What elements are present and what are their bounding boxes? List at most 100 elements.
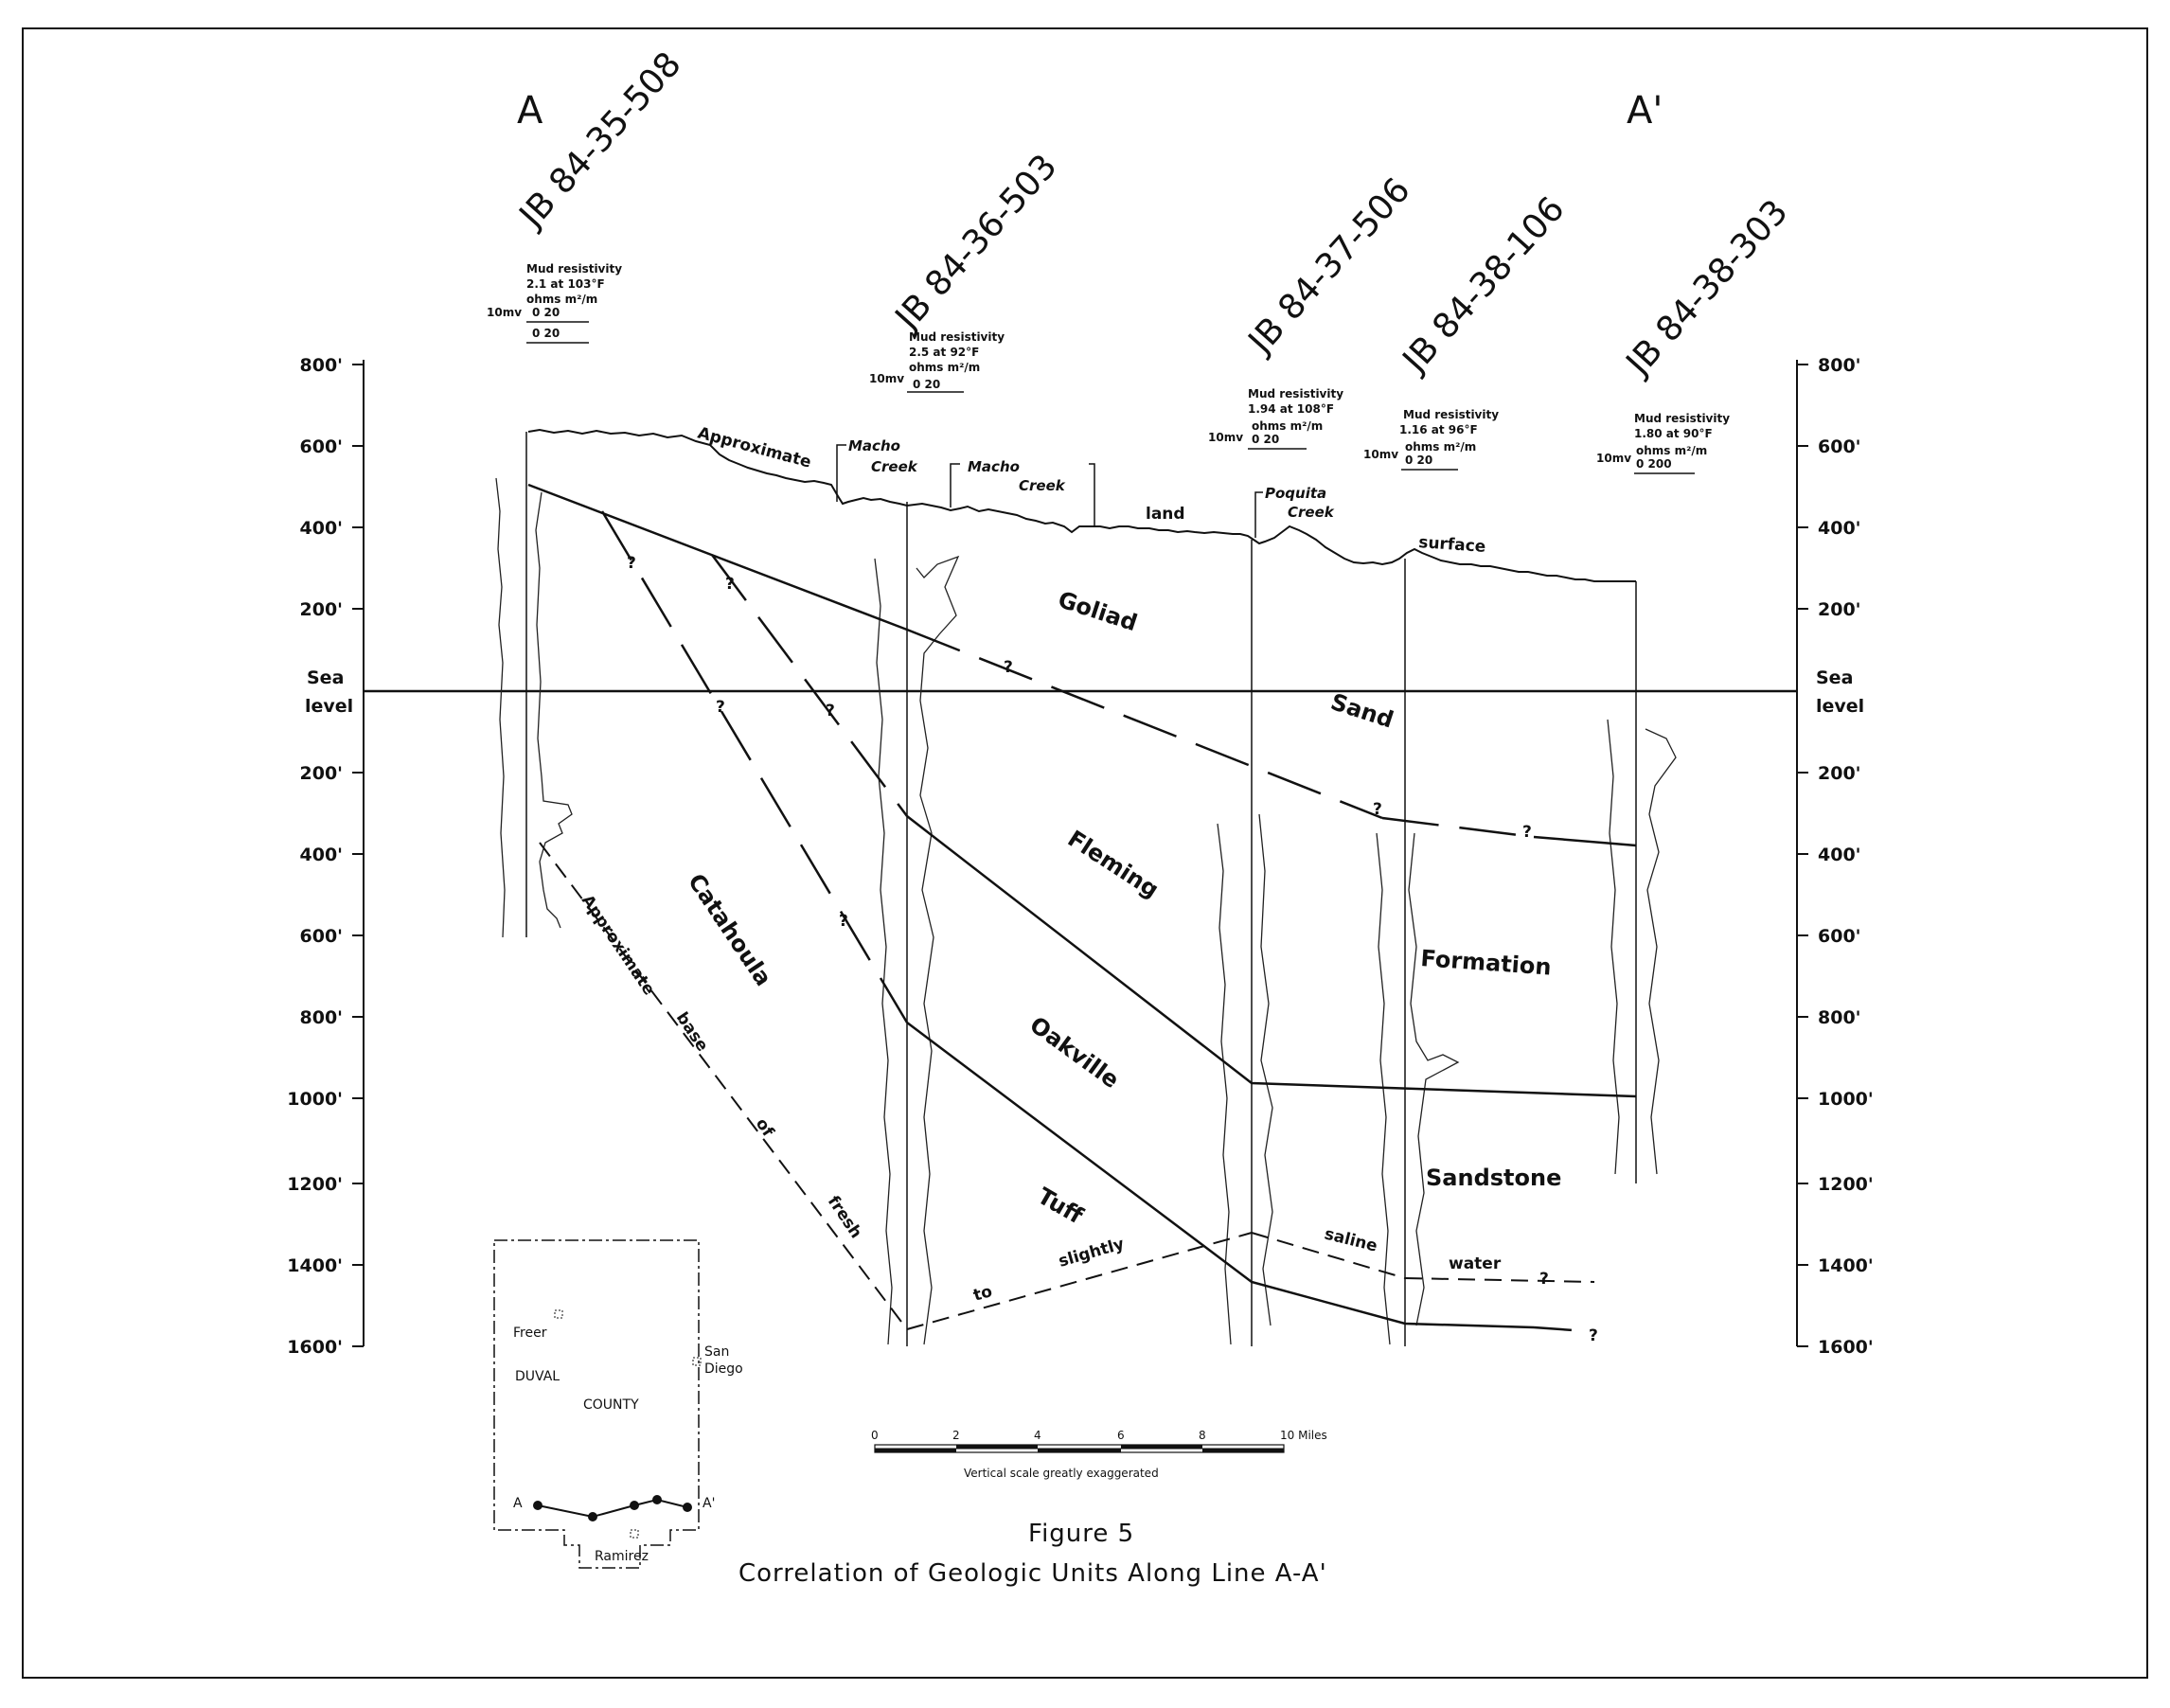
axis-tick-label: 400' bbox=[300, 845, 343, 865]
svg-text:slightly: slightly bbox=[1057, 1235, 1127, 1272]
svg-text:?: ? bbox=[1004, 658, 1013, 677]
unit-label-oakville: Oakville bbox=[1024, 1011, 1124, 1094]
axis-tick-label: 1200' bbox=[287, 1174, 343, 1195]
axis-tick-label: 800' bbox=[300, 1007, 343, 1028]
svg-text:water: water bbox=[1449, 1254, 1502, 1273]
svg-text:Mud resistivity: Mud resistivity bbox=[1248, 387, 1343, 400]
unit-label-sandstone: Sandstone bbox=[1426, 1165, 1561, 1191]
creek-label: Creek bbox=[871, 458, 918, 475]
svg-text:0 20: 0 20 bbox=[1252, 433, 1279, 446]
svg-text:0 200: 0 200 bbox=[1636, 457, 1672, 471]
scale-tick-label: 0 bbox=[871, 1429, 879, 1442]
axis-tick-label: 1000' bbox=[287, 1089, 343, 1110]
svg-text:0 20: 0 20 bbox=[532, 306, 560, 319]
axis-tick-label: 1400' bbox=[1818, 1255, 1874, 1276]
svg-text:ohms m²/m: ohms m²/m bbox=[1252, 419, 1323, 433]
axis-tick-label: 600' bbox=[1818, 926, 1860, 947]
well-name: JB 84-38-106 bbox=[1395, 189, 1573, 381]
mud-resistivity-block: Mud resistivity 1.80 at 90°F 10mv ohms m… bbox=[1596, 412, 1730, 474]
svg-text:Mud resistivity: Mud resistivity bbox=[526, 262, 622, 276]
svg-text:10mv: 10mv bbox=[869, 372, 904, 385]
sea-level-label: Sea bbox=[307, 667, 344, 688]
svg-text:?: ? bbox=[627, 554, 636, 573]
elevation-tick-labels: 800'800'600'600'400'400'200'200'200'200'… bbox=[287, 355, 1873, 1358]
svg-text:10mv: 10mv bbox=[487, 306, 522, 319]
scale-tick-label: 4 bbox=[1034, 1429, 1041, 1442]
svg-text:0 20: 0 20 bbox=[913, 378, 940, 391]
figure-number: Figure 5 bbox=[1028, 1520, 1134, 1548]
svg-text:ohms m²/m: ohms m²/m bbox=[526, 293, 597, 306]
inset-town-label: San bbox=[704, 1344, 729, 1360]
unit-label-tuff: Tuff bbox=[1033, 1183, 1088, 1230]
sea-level-label: level bbox=[1816, 696, 1864, 717]
scale-tick-label: 8 bbox=[1199, 1429, 1206, 1442]
figure-border bbox=[22, 27, 2148, 1679]
svg-text:10mv: 10mv bbox=[1596, 452, 1631, 465]
svg-text:10mv: 10mv bbox=[1363, 448, 1398, 461]
axis-tick-label: 1400' bbox=[287, 1255, 343, 1276]
svg-text:1.80 at 90°F: 1.80 at 90°F bbox=[1634, 427, 1713, 440]
axis-tick-label: 200' bbox=[1818, 599, 1860, 620]
svg-text:2.1 at 103°F: 2.1 at 103°F bbox=[526, 277, 605, 291]
svg-text:Approximate: Approximate bbox=[578, 892, 658, 999]
svg-text:?: ? bbox=[1589, 1326, 1598, 1345]
axis-tick-label: 400' bbox=[300, 518, 343, 539]
axis-tick-label: 800' bbox=[1818, 1007, 1860, 1028]
inset-well-dot bbox=[683, 1503, 692, 1512]
creek-label: Creek bbox=[1288, 504, 1335, 521]
inset-town-label: Ramirez bbox=[595, 1549, 649, 1564]
unit-label-catahoula: Catahoula bbox=[683, 869, 777, 991]
distance-scale-bar: 0 2 4 6 8 10 Miles Vertical scale greatl… bbox=[871, 1429, 1327, 1480]
formation-contacts bbox=[527, 483, 1637, 1333]
well-name: JB 84-38-303 bbox=[1618, 192, 1796, 383]
scale-tick-label: 2 bbox=[952, 1429, 960, 1442]
inset-well-dot bbox=[588, 1512, 597, 1521]
svg-text:?: ? bbox=[1373, 800, 1382, 819]
axis-tick-label: 600' bbox=[300, 436, 343, 457]
axis-tick-label: 200' bbox=[1818, 763, 1860, 784]
svg-text:1.16 at 96°F: 1.16 at 96°F bbox=[1399, 423, 1478, 436]
svg-text:fresh: fresh bbox=[824, 1193, 865, 1242]
svg-text:1.94 at 108°F: 1.94 at 108°F bbox=[1248, 402, 1334, 416]
svg-text:Mud resistivity: Mud resistivity bbox=[909, 330, 1005, 344]
inset-town-label: Freer bbox=[513, 1325, 547, 1341]
axis-tick-label: 400' bbox=[1818, 845, 1860, 865]
svg-text:10mv: 10mv bbox=[1208, 431, 1243, 444]
svg-text:ohms m²/m: ohms m²/m bbox=[909, 361, 980, 374]
axis-tick-label: 1200' bbox=[1818, 1174, 1874, 1195]
sea-level-label: level bbox=[305, 696, 353, 717]
scale-tick-label: 6 bbox=[1117, 1429, 1125, 1442]
mud-resistivity-block: Mud resistivity 1.94 at 108°F 10mv ohms … bbox=[1208, 387, 1343, 450]
svg-text:of: of bbox=[752, 1115, 778, 1141]
svg-text:0 20: 0 20 bbox=[532, 327, 560, 340]
land-surface-profile bbox=[527, 428, 1636, 582]
section-end-a-prime: A' bbox=[1627, 89, 1663, 133]
svg-text:?: ? bbox=[1539, 1270, 1549, 1289]
inset-town-label: Diego bbox=[704, 1361, 743, 1377]
axis-tick-label: 600' bbox=[300, 926, 343, 947]
svg-text:?: ? bbox=[1522, 823, 1532, 842]
svg-text:0 20: 0 20 bbox=[1405, 454, 1432, 467]
sea-level-label: Sea bbox=[1816, 667, 1853, 688]
section-end-a: A bbox=[517, 89, 543, 133]
svg-text:2.5 at 92°F: 2.5 at 92°F bbox=[909, 346, 979, 359]
inset-section-end: A bbox=[513, 1496, 523, 1511]
svg-text:ohms m²/m: ohms m²/m bbox=[1636, 444, 1707, 457]
axis-tick-label: 1600' bbox=[1818, 1337, 1874, 1358]
svg-text:?: ? bbox=[716, 698, 725, 717]
creek-label: Macho bbox=[968, 458, 1020, 475]
axis-tick-label: 200' bbox=[300, 763, 343, 784]
vertical-exaggeration-note: Vertical scale greatly exaggerated bbox=[964, 1467, 1159, 1480]
well-name: JB 84-37-506 bbox=[1240, 170, 1418, 362]
inset-well-dot bbox=[652, 1495, 662, 1504]
creek-label: Poquita bbox=[1265, 485, 1326, 502]
svg-text:to: to bbox=[971, 1282, 995, 1306]
creek-label: Macho bbox=[848, 437, 900, 454]
surface-label: surface bbox=[1418, 533, 1486, 557]
svg-text:Mud resistivity: Mud resistivity bbox=[1403, 408, 1499, 421]
well-bores bbox=[525, 432, 1637, 1346]
svg-text:Mud resistivity: Mud resistivity bbox=[1634, 412, 1730, 425]
axis-tick-label: 1600' bbox=[287, 1337, 343, 1358]
inset-county-label: DUVAL bbox=[515, 1369, 560, 1384]
